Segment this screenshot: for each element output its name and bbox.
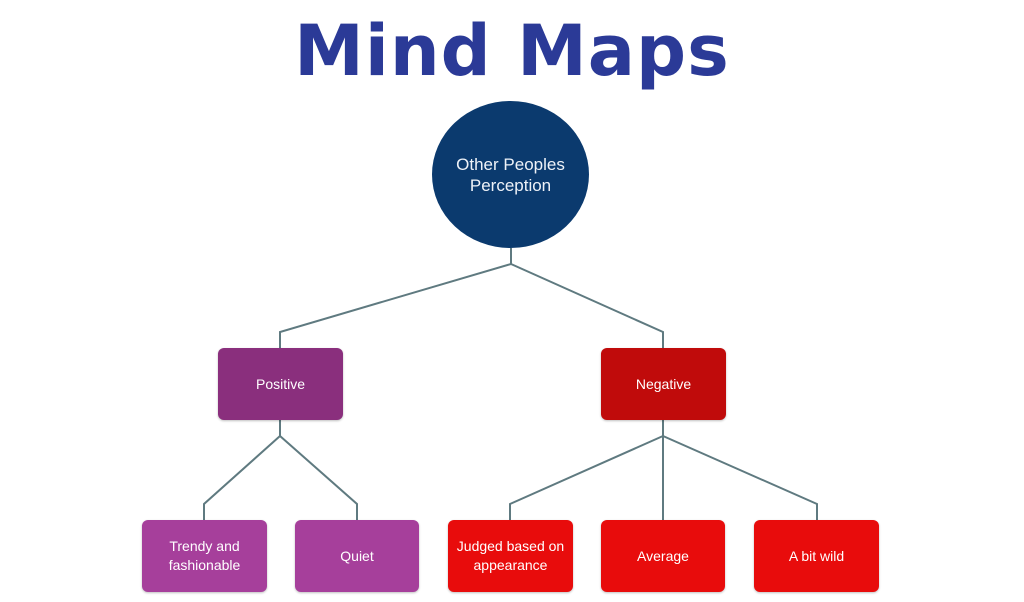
leaf-node-quiet: Quiet (295, 520, 419, 592)
page-title: Mind Maps (294, 10, 730, 92)
root-node-label: Other Peoples Perception (456, 154, 565, 195)
connector-root-negative (510, 263, 664, 348)
connector-negative-judged (509, 435, 664, 520)
leaf-node-trendy: Trendy and fashionable (142, 520, 267, 592)
leaf-node-label: Trendy and fashionable (168, 538, 241, 573)
leaf-node-label: A bit wild (788, 547, 845, 564)
connector-negative-wild (662, 435, 818, 520)
leaf-node-average: Average (601, 520, 725, 592)
branch-node-positive: Positive (218, 348, 343, 420)
leaf-node-wild: A bit wild (754, 520, 879, 592)
leaf-node-judged: Judged based on appearance (448, 520, 573, 592)
branch-node-label: Negative (635, 375, 692, 392)
connector-positive-quiet (279, 435, 358, 520)
leaf-node-label: Judged based on appearance (456, 538, 565, 573)
connector-root-positive (279, 263, 512, 348)
leaf-node-label: Average (637, 547, 689, 564)
leaf-node-label: Quiet (340, 547, 374, 564)
branch-node-label: Positive (255, 375, 306, 392)
connector-positive-trendy (203, 435, 281, 520)
root-node: Other Peoples Perception (432, 101, 589, 248)
branch-node-negative: Negative (601, 348, 726, 420)
